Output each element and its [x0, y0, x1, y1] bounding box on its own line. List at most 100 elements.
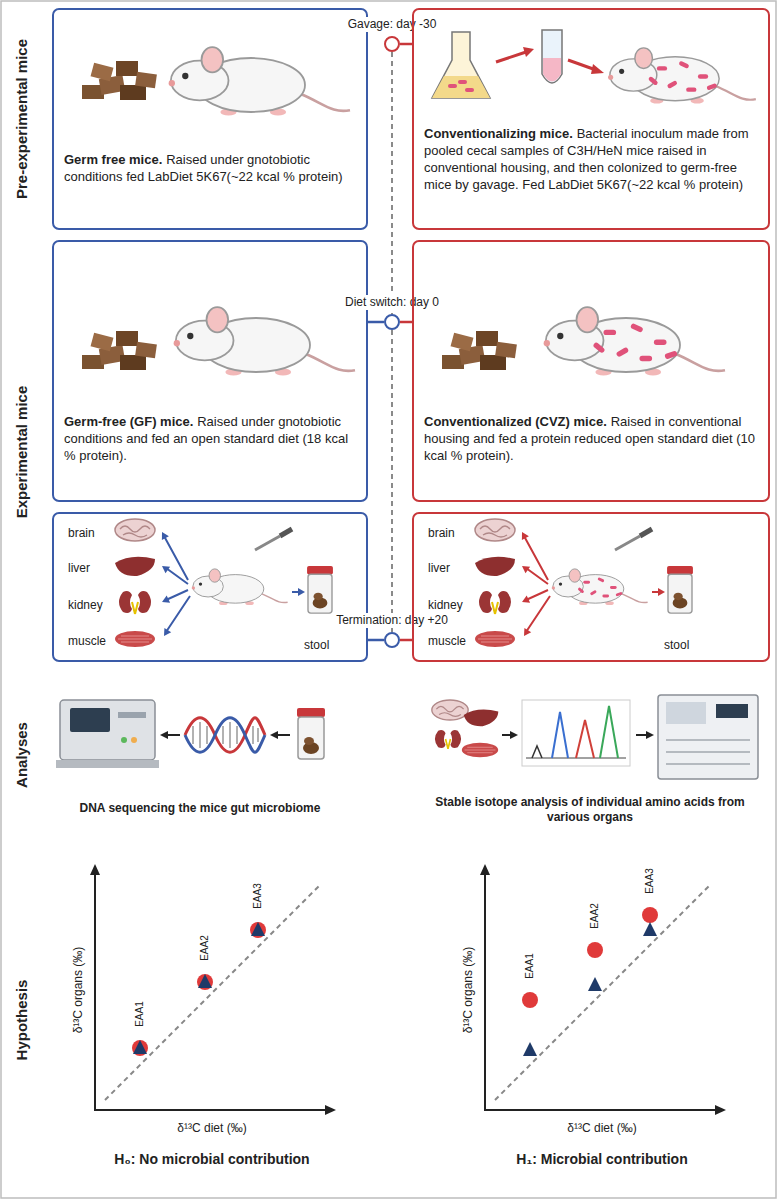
inoculum-tube	[542, 30, 562, 83]
group-box: Germ-free (GF) mice.Raised under gnotobi…	[52, 240, 368, 502]
muscle-icon	[462, 743, 498, 758]
organ-label: brain	[428, 526, 455, 540]
sequencer	[56, 700, 159, 768]
sequencer	[121, 737, 127, 743]
h1-plot	[480, 864, 490, 875]
timeline-point: Gavage: day -30	[384, 36, 400, 52]
inoculum-tube	[543, 58, 561, 82]
inoculum-flask	[432, 76, 490, 98]
h1-plot	[485, 872, 718, 1110]
axis-or-section-label: δ¹³C organs (‰)	[461, 890, 476, 1090]
organ-label: stool	[664, 638, 689, 652]
termination-box: brainliverkidneymusclestool	[52, 512, 368, 662]
timeline-label: Gavage: day -30	[345, 17, 440, 32]
process-arrow	[568, 60, 596, 70]
arrow-head	[523, 47, 534, 57]
axis-or-section-label: EAA1	[134, 992, 147, 1036]
axis-or-section-label: EAA2	[589, 894, 602, 938]
sequencer	[70, 708, 110, 732]
caption-label: H₀: No microbial contribution	[52, 1151, 372, 1169]
sequencer	[60, 700, 155, 760]
arrow-head	[270, 731, 278, 739]
germ-free-mouse	[169, 47, 350, 115]
mass-spectrometer	[666, 740, 750, 764]
chromatogram	[552, 712, 568, 758]
caption-label: H₁: Microbial contribution	[442, 1151, 762, 1169]
box-text: Germ free mice.Raised under gnotobiotic …	[64, 152, 356, 186]
h1-plot	[588, 977, 602, 991]
axis-or-section-label: Hypothesis	[13, 870, 32, 1170]
group-box: Conventionalized (CVZ) mice.Raised in co…	[412, 240, 770, 502]
box-heading: Conventionalized (CVZ) mice.	[424, 414, 607, 429]
organ-label: kidney	[68, 598, 103, 612]
mass-spectrometer	[666, 702, 706, 724]
timeline-point: Diet switch: day 0	[384, 314, 400, 330]
box-heading: Germ free mice.	[64, 152, 162, 167]
group-box: Germ free mice.Raised under gnotobiotic …	[52, 8, 368, 230]
arrow-head	[510, 731, 518, 739]
caption-label: DNA sequencing the mice gut microbiome	[50, 801, 350, 816]
chromatogram	[532, 746, 542, 758]
group-box: Conventionalizing mice.Bacterial inoculu…	[412, 8, 770, 230]
axis-or-section-label: Experimental mice	[13, 332, 32, 572]
mass-spectrometer	[658, 695, 758, 779]
axis-or-section-label: δ¹³C organs (‰)	[71, 890, 86, 1090]
chromatogram	[522, 700, 630, 766]
caption-label: δ¹³C diet (‰)	[112, 1121, 312, 1136]
h0-plot	[251, 922, 265, 936]
organ-label: stool	[304, 638, 329, 652]
axis-or-section-label: Pre-experimental mice	[13, 9, 32, 229]
food-pellets	[82, 61, 157, 100]
box-text: Germ-free (GF) mice.Raised under gnotobi…	[64, 414, 356, 465]
inoculum-flask	[432, 32, 490, 98]
axis-or-section-label: EAA3	[252, 874, 265, 918]
h0-plot	[90, 864, 100, 875]
dna-helix	[185, 718, 265, 753]
h1-plot	[643, 922, 657, 936]
dna-helix	[185, 718, 265, 753]
liver-icon	[464, 710, 499, 727]
conventionalized-mouse	[544, 307, 725, 375]
axis-or-section-label: Analyses	[13, 680, 32, 830]
h0-plot	[105, 885, 320, 1100]
stool-jar	[297, 708, 325, 759]
h0-plot	[90, 864, 336, 1115]
organ-label: liver	[428, 561, 450, 575]
axis-or-section-label: EAA3	[644, 859, 657, 903]
cvz-dissection	[475, 519, 693, 647]
box-text: Conventionalizing mice.Bacterial inoculu…	[424, 126, 758, 194]
organ-label: muscle	[68, 634, 106, 648]
h1-plot	[642, 907, 658, 923]
timeline-label: Diet switch: day 0	[342, 295, 442, 310]
chromatogram	[600, 706, 618, 758]
inoculum-flask	[458, 80, 467, 84]
h0-plot	[95, 872, 328, 1110]
chromatogram	[522, 700, 630, 766]
timeline-dashed-line	[391, 330, 393, 632]
box-heading: Germ-free (GF) mice.	[64, 414, 193, 429]
sequencer	[118, 712, 146, 718]
colonized-mouse	[608, 48, 756, 104]
bacteria	[592, 323, 677, 361]
inoculum-tube	[542, 30, 562, 83]
h1-plot	[522, 992, 538, 1008]
sequencer	[56, 760, 159, 768]
caption-label: Stable isotope analysis of individual am…	[430, 795, 750, 825]
h0-plot	[325, 1105, 336, 1115]
bacteria	[577, 577, 622, 597]
timeline-branch	[400, 639, 412, 642]
h0-plot	[197, 974, 213, 990]
termination-box: brainliverkidneymusclestool	[412, 512, 770, 662]
axis-or-section-label: EAA1	[524, 944, 537, 988]
box-heading: Conventionalizing mice.	[424, 126, 573, 141]
caption-label: δ¹³C diet (‰)	[502, 1121, 702, 1136]
kidney-icon	[435, 730, 461, 749]
organ-label: kidney	[428, 598, 463, 612]
sequencer	[131, 737, 137, 743]
timeline-label: Termination: day +20	[333, 613, 451, 628]
chromatogram	[576, 720, 594, 758]
timeline-dashed-line	[391, 52, 393, 314]
process-arrow	[166, 734, 180, 736]
